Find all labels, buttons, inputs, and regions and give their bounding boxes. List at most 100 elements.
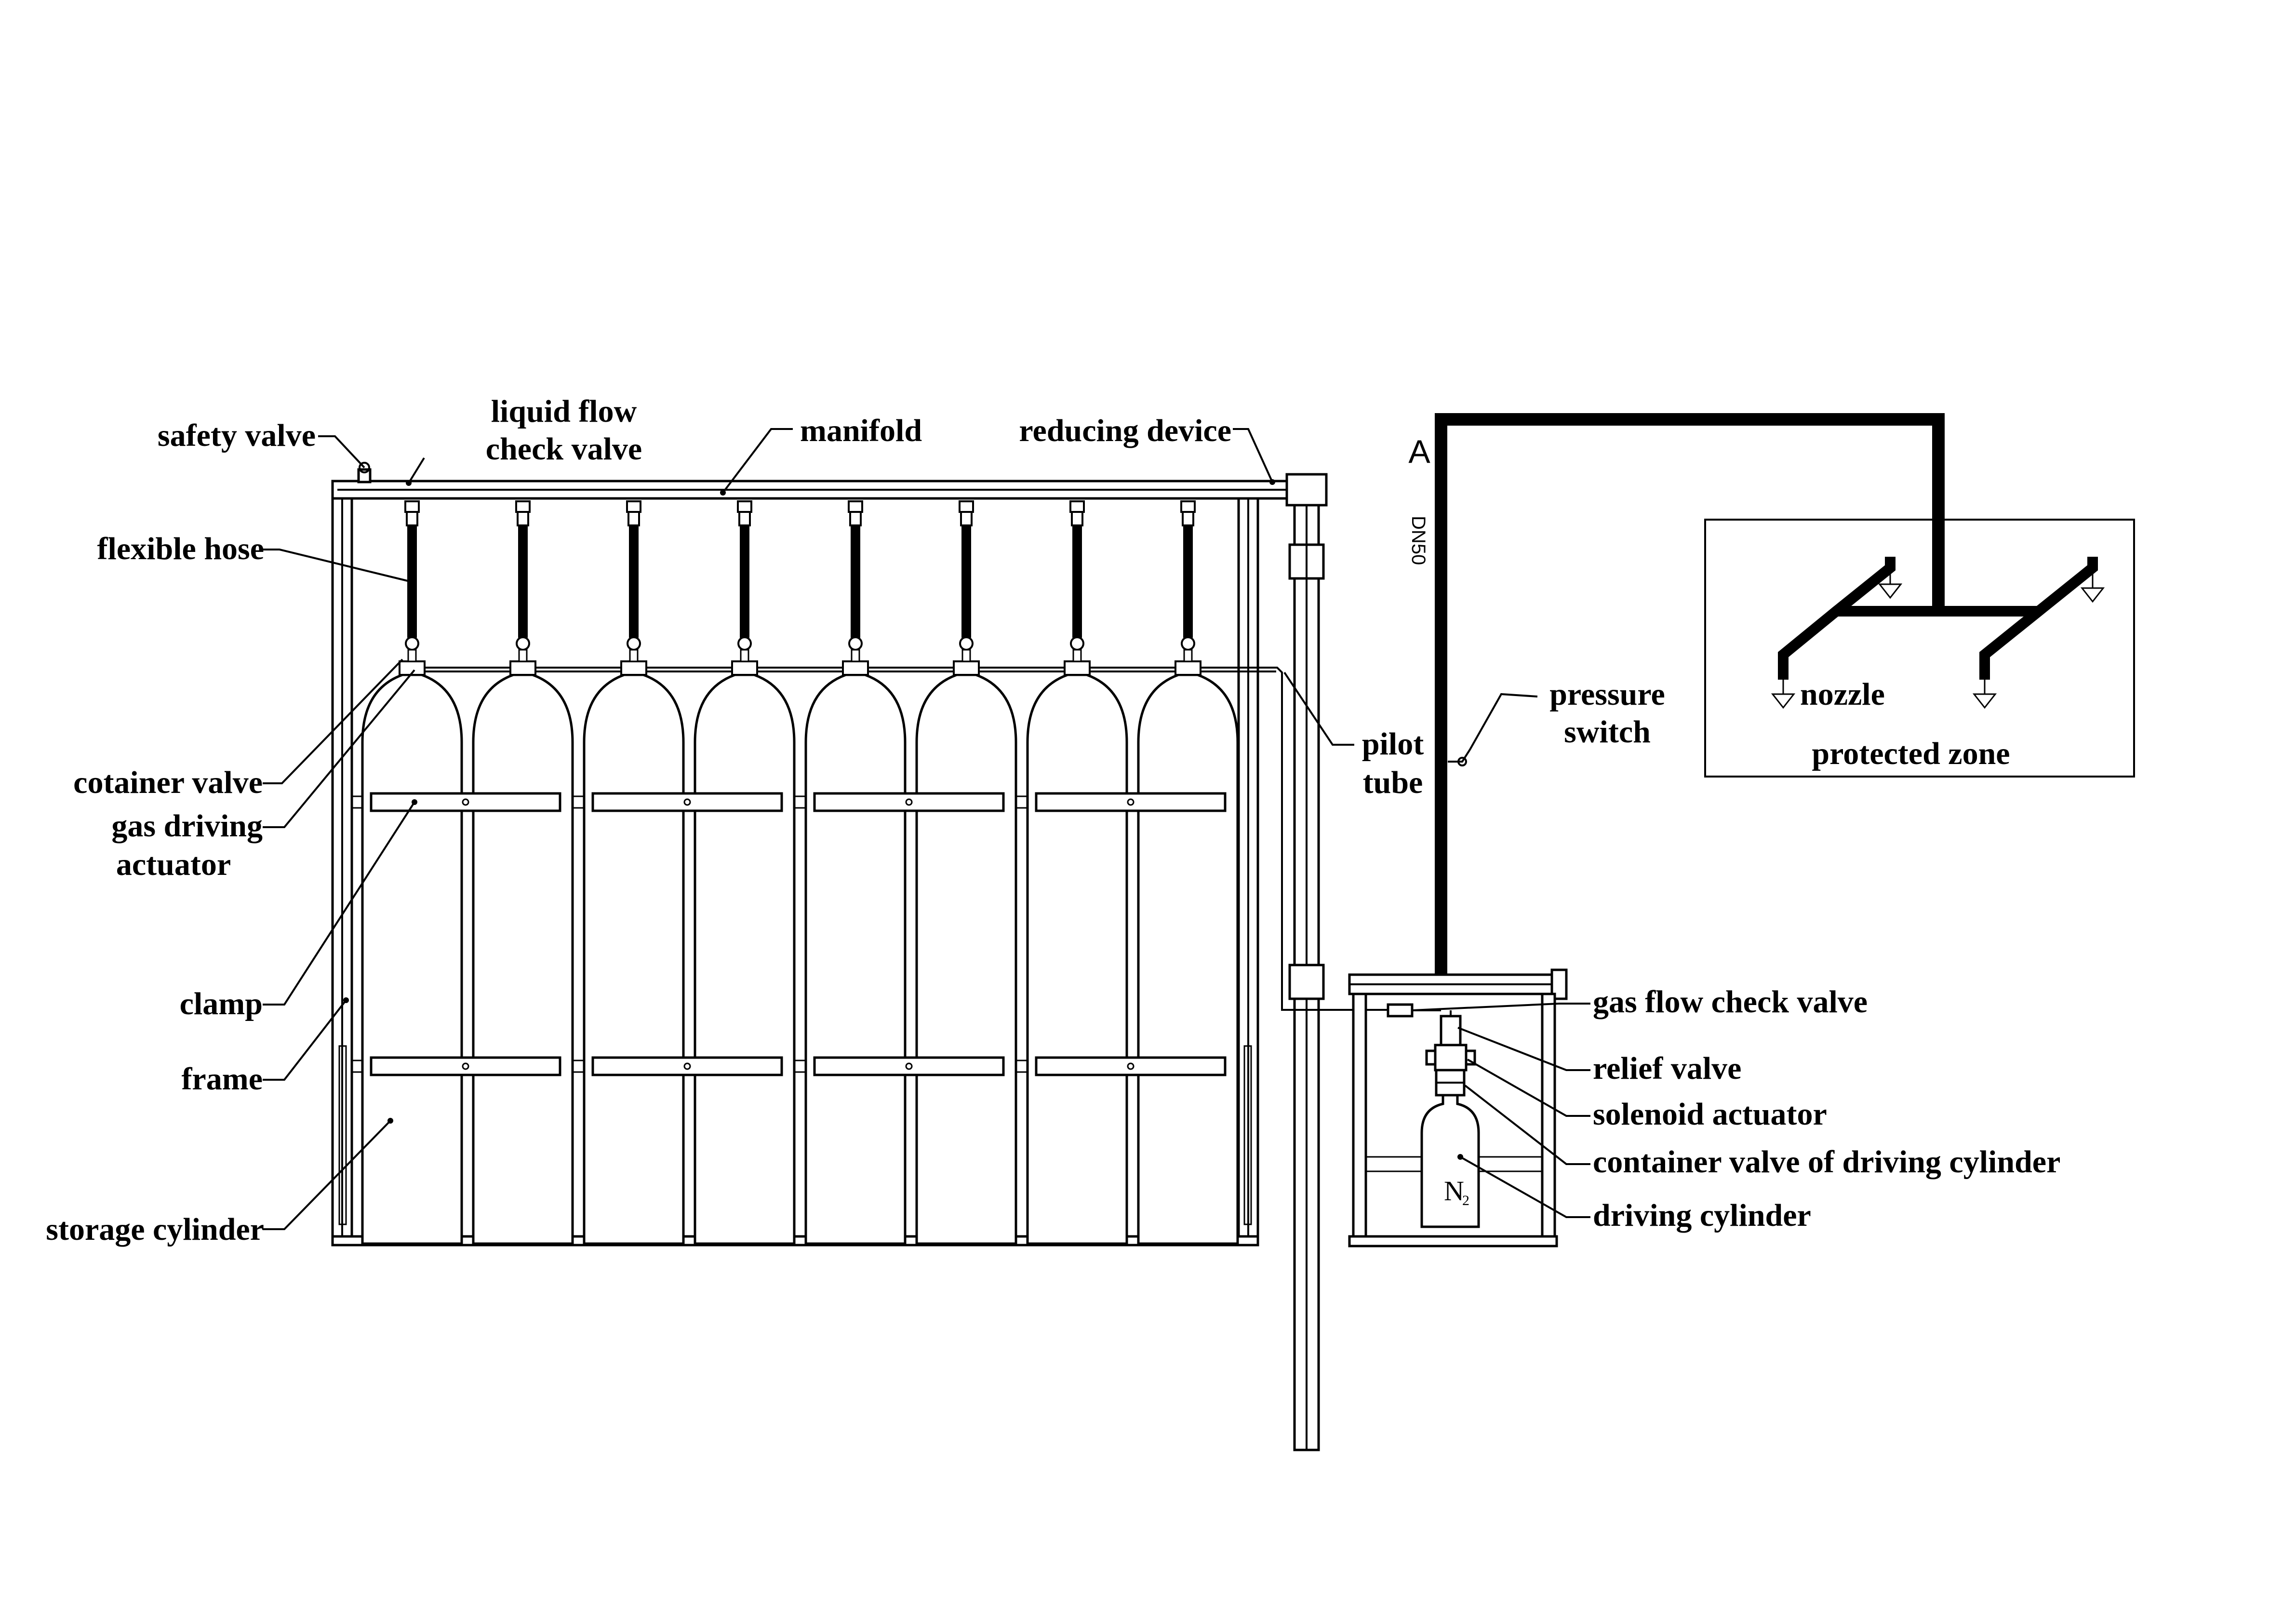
driving-cabinet — [1348, 968, 1568, 1247]
storage-cylinder — [472, 673, 574, 1245]
label-driving-cylinder: driving cylinder — [1593, 1198, 1811, 1233]
clamp — [813, 1056, 1005, 1076]
label-flexible-hose: flexible hose — [97, 531, 264, 566]
liquid-flow-check-valve — [848, 500, 863, 513]
storage-cylinders — [361, 500, 1239, 1245]
label-pipe-size: DN50 — [1408, 516, 1429, 565]
label-manifold: manifold — [800, 413, 922, 448]
pressure-gauge-icon — [627, 636, 641, 651]
clamps — [370, 792, 1227, 1076]
clamp — [813, 792, 1005, 812]
label-liquid-flow-check-valve-line1: liquid flow — [491, 394, 637, 429]
container-valve — [509, 660, 536, 676]
pressure-gauge-icon — [737, 636, 752, 651]
liquid-flow-check-valve — [1180, 500, 1196, 513]
pressure-gauge-icon — [959, 636, 974, 651]
storage-cylinder — [583, 673, 685, 1245]
pressure-gauge-icon — [516, 636, 530, 651]
gas-driving-actuator — [740, 649, 749, 662]
clamp — [591, 792, 783, 812]
flexible-hose — [1183, 525, 1193, 638]
label-gas-flow-check-valve: gas flow check valve — [1593, 984, 1868, 1019]
flexible-hose — [740, 525, 749, 638]
flexible-hose — [961, 525, 971, 638]
clamp — [1035, 792, 1227, 812]
pressure-switch — [1448, 749, 1471, 766]
gas-driving-actuator — [1072, 649, 1082, 662]
gas-driving-actuator — [1183, 649, 1193, 662]
hose-fitting — [1071, 511, 1083, 526]
relief-valve — [1440, 1010, 1462, 1046]
container-valve — [1064, 660, 1091, 676]
label-nozzle: nozzle — [1800, 677, 1885, 712]
storage-cylinder — [1137, 673, 1239, 1245]
container-valve — [953, 660, 980, 676]
label-safety-valve: safety valve — [158, 418, 316, 453]
label-frame: frame — [181, 1061, 263, 1097]
label-pilot-tube-line2: tube — [1363, 765, 1423, 800]
liquid-flow-check-valve — [737, 500, 752, 513]
label-liquid-flow-check-valve-line2: check valve — [486, 431, 642, 467]
label-reducing-device: reducing device — [1019, 413, 1231, 448]
label-n2: N — [1444, 1175, 1464, 1207]
hose-fitting — [1182, 511, 1194, 526]
label-clamp: clamp — [180, 986, 263, 1021]
storage-cylinder — [1026, 673, 1128, 1245]
flexible-hose — [518, 525, 528, 638]
driving-cylinder — [1420, 1093, 1480, 1228]
storage-cylinder — [804, 673, 907, 1245]
label-gas-driving-actuator-line1: gas driving — [111, 808, 263, 844]
pressure-gauge-icon — [1181, 636, 1195, 651]
label-container-valve-of-driving-cylinder: container valve of driving cylinder — [1593, 1144, 2060, 1180]
liquid-flow-check-valve — [959, 500, 974, 513]
liquid-flow-check-valve — [404, 500, 420, 513]
discharge-pipe — [1435, 413, 1945, 975]
gas-driving-actuator — [407, 649, 417, 662]
label-storage-cylinder: storage cylinder — [46, 1212, 264, 1247]
gas-driving-actuator — [961, 649, 971, 662]
container-valve — [620, 660, 647, 676]
hose-fitting — [627, 511, 640, 526]
clamp — [370, 792, 561, 812]
label-pressure-switch-line1: pressure — [1549, 677, 1665, 712]
liquid-flow-check-valve — [626, 500, 641, 513]
clamp — [370, 1056, 561, 1076]
label-protected-zone: protected zone — [1812, 736, 2010, 771]
hose-fitting — [849, 511, 862, 526]
hose-fitting — [406, 511, 418, 526]
flexible-hose — [629, 525, 639, 638]
label-container-valve: cotainer valve — [73, 765, 263, 800]
hose-fitting — [517, 511, 529, 526]
label-relief-valve: relief valve — [1593, 1051, 1741, 1086]
clamp — [1035, 1056, 1227, 1076]
storage-cylinder — [915, 673, 1017, 1245]
gas-driving-actuator — [518, 649, 528, 662]
label-section-a: A — [1408, 433, 1430, 470]
storage-cylinder — [361, 673, 463, 1245]
flexible-hose — [1072, 525, 1082, 638]
nozzle-icon — [1771, 568, 2105, 709]
clamp — [591, 1056, 783, 1076]
container-valve-of-driving-cylinder — [1435, 1069, 1466, 1097]
label-solenoid-actuator: solenoid actuator — [1593, 1097, 1827, 1132]
solenoid-actuator — [1425, 1044, 1476, 1072]
gas-driving-actuator — [629, 649, 639, 662]
container-valve — [1175, 660, 1201, 676]
flexible-hose — [851, 525, 860, 638]
labels: safety valve liquid flow check valve man… — [46, 394, 2060, 1247]
pressure-gauge-icon — [1070, 636, 1084, 651]
protected-zone — [1704, 519, 2135, 778]
pressure-gauge-icon — [405, 636, 419, 651]
label-pilot-tube-line1: pilot — [1362, 726, 1424, 762]
safety-valve — [357, 462, 372, 483]
hose-fitting — [738, 511, 751, 526]
label-gas-driving-actuator-line2: actuator — [116, 847, 231, 882]
gas-driving-actuator — [851, 649, 860, 662]
storage-cylinder — [694, 673, 796, 1245]
container-valve — [842, 660, 869, 676]
protected-zone-box — [1704, 519, 2135, 778]
label-pressure-switch-line2: switch — [1564, 714, 1651, 750]
liquid-flow-check-valve — [1069, 500, 1085, 513]
reducing-device — [1285, 473, 1328, 1451]
